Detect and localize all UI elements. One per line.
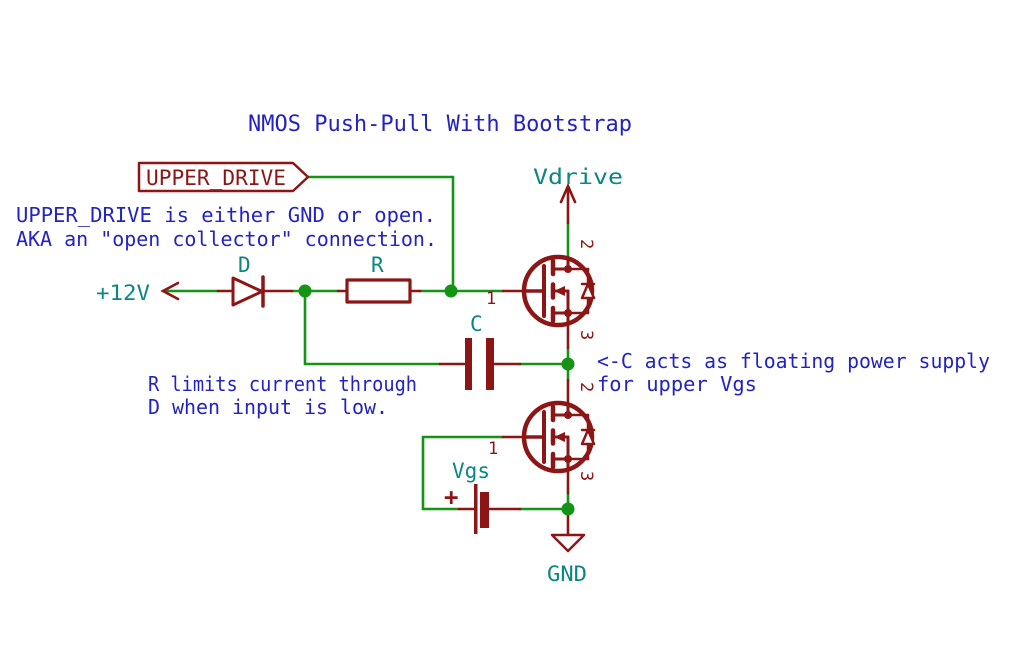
capacitor-c: C [465,312,494,390]
wire-gate2-to-battery [421,435,505,511]
lower-fet-pin-source: 3 [576,471,596,481]
mosfet-lower: 1 2 3 [488,382,596,481]
junction-dot [561,357,575,371]
left-arrow-icon [160,281,180,301]
junction-dot [561,502,575,516]
wires [165,175,570,511]
note-capacitor-line2: for upper Vgs [597,372,757,396]
gnd-triangle-icon [550,533,586,553]
global-label-text: UPPER_DRIVE [146,166,286,190]
note-upper-drive-line2: AKA an "open collector" connection. [16,227,437,251]
gnd-label: GND [547,562,587,586]
capacitor-ref-label: C [470,312,483,336]
battery-plate-negative [480,492,489,528]
power-port-vdrive: Vdrive [533,165,623,204]
battery-ref-label: Vgs [452,459,490,483]
note-upper-drive-line1: UPPER_DRIVE is either GND or open. [16,203,436,227]
resistor-ref-label: R [371,253,384,277]
capacitor-plate-right [486,338,494,390]
global-label-outline [137,161,310,193]
mosfet-upper: 1 2 3 [486,239,596,340]
upper-fet-pin-source: 3 [576,330,596,340]
junction-dots [298,284,575,516]
junction-dot [298,284,312,298]
lower-fet-pin-gate: 1 [488,439,498,459]
capacitor-plate-left [465,338,472,390]
lower-fet-pin-drain: 2 [576,382,596,392]
vdrive-label: Vdrive [533,165,623,189]
diode-ref-label: D [238,253,251,277]
note-resistor-line1: R limits current through [148,372,417,396]
battery-plate-positive [474,484,478,534]
wire-node-to-cap [303,289,442,366]
battery-vgs: + Vgs [444,459,490,534]
junction-dot [444,284,458,298]
up-arrow-icon [559,182,577,204]
battery-plus-sign: + [444,483,458,511]
power-port-gnd: GND [547,533,587,586]
upper-fet-pin-gate: 1 [486,289,496,309]
schematic-title: NMOS Push-Pull With Bootstrap [248,112,632,137]
global-label-upper-drive: UPPER_DRIVE [137,161,310,193]
note-resistor-line2: D when input is low. [148,395,388,419]
wire-upper-drive [306,175,455,293]
power-port-12v: +12V [96,281,180,305]
note-capacitor-line1: <-C acts as floating power supply [597,349,990,373]
diode-triangle [231,276,264,307]
upper-fet-pin-drain: 2 [576,239,596,249]
resistor-body [345,278,412,304]
diode-d: D [231,253,265,308]
resistor-r: R [345,253,412,304]
power-12v-label: +12V [96,281,150,305]
